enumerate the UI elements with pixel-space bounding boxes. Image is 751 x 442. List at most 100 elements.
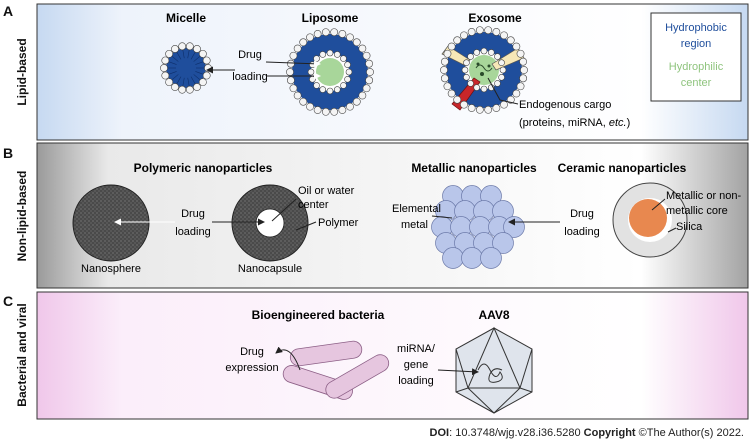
lipid-head-group [333,86,341,93]
lipid-head-group [520,66,528,74]
mirna-line1: miRNA/ [397,343,436,355]
lipid-head-group [365,76,374,85]
label-strip [0,0,37,420]
lipid-head-group [346,102,354,111]
lipid-head-group [453,95,462,104]
aav-title: AAV8 [478,308,509,322]
lipid-head-group [500,100,508,109]
lipid-head-group [204,64,212,72]
drug-expression-line1: Drug [240,346,264,358]
lipid-head-group [161,71,170,80]
metal-atom-sphere [442,247,464,269]
lipid-head-group [362,84,371,93]
lipid-head-group [467,53,474,60]
metallic-nanoparticle-cluster [431,185,525,269]
lipid-head-group [309,75,316,83]
panel-a-background [36,3,749,141]
polymer-label: Polymer [318,217,359,229]
lipid-head-group [178,85,187,94]
lipid-head-group [358,91,367,100]
lipid-head-group [286,68,294,76]
lipid-head-group [453,36,462,45]
lipid-head-group [467,80,474,87]
liposome-loading-arrow-1 [265,60,321,68]
bacteria-title: Bioengineered bacteria [252,308,385,322]
cargo-pointer-line [487,77,519,105]
exosome-cargo-dot-3 [476,62,480,66]
lipid-head-group [299,38,308,47]
lipid-head-group [461,66,469,74]
core-label-line2: metallic core [666,205,728,217]
lipid-head-group [362,51,371,60]
bacteria-illustration [282,340,390,400]
lipid-head-group [519,57,528,66]
lipid-head-group [338,30,347,38]
lipid-head-group [463,59,470,67]
lipid-head-group [492,104,501,112]
exosome-cargo-dot-1 [480,72,484,76]
mirna-line2: gene [404,359,428,371]
lipid-head-group [321,28,330,37]
nanocapsule-label: Nanocapsule [238,263,302,275]
bacterium-1 [289,340,363,367]
aav8-edge-5 [455,387,469,393]
lipid-head-group [319,86,327,93]
elemental-line1: Elemental [392,203,441,215]
lipid-head-group [289,51,298,60]
lipid-head-group [358,44,367,53]
lipid-head-group [443,82,452,91]
lipid-head-group [307,68,315,76]
lipid-head-group [171,83,179,91]
panel-b-side-label: Non-lipid-based [15,171,29,262]
lipid-head-group [498,59,505,67]
lipid-head-group [299,97,308,106]
lipid-head-group [487,49,495,56]
lipid-head-group [306,33,314,42]
metal-atom-sphere [492,232,514,254]
aav8-edge-6 [519,387,533,393]
aav8-facet-lines [467,326,521,389]
lipid-head-group [193,45,201,53]
lipid-head-group [338,106,347,114]
mirna-loading-arrow [437,368,479,376]
legend-hydrophobic-line1: Hydrophobic [665,22,727,34]
micelle-illustration [160,42,212,94]
panel-c-side-label: Bacterial and viral [15,303,29,406]
lipid-head-group [185,42,194,51]
liposome-title: Liposome [302,11,359,25]
lipid-head-group [366,68,374,76]
lipid-head-group [306,102,314,111]
lipid-head-group [319,51,327,58]
oil-water-line2: center [298,199,329,211]
legend-hydrophilic-line2: center [681,77,712,89]
ceramic-title: Ceramic nanoparticles [558,161,687,175]
lipid-head-group [202,56,211,65]
lipid-head-group [330,28,339,37]
exosome-cargo-dot-2 [487,64,491,68]
b-drug-loading-line2: loading [175,226,210,238]
liposome-illustration [286,28,374,116]
exosome-illustration [440,26,528,114]
legend-hydrophilic-line1: Hydrophilic [669,61,724,73]
lipid-head-group [447,42,456,51]
micelle-core [166,48,206,88]
aav8-edge-3 [467,387,495,414]
panel-c-background [36,291,749,420]
lipid-head-group [333,51,341,58]
lipid-head-group [512,42,521,51]
elemental-line2: metal [401,219,428,231]
footer-citation: DOI: 10.3748/wjg.v28.i36.5280 Copyright … [430,427,744,439]
lipid-head-group [447,89,456,98]
lipid-head-group [443,49,452,58]
lipid-head-group [475,26,484,35]
lipid-head-group [345,68,353,76]
lipid-head-group [313,106,322,114]
exosome-title: Exosome [468,11,522,25]
exosome-hydrophilic-center [469,55,499,85]
lipid-head-group [467,104,476,112]
ceramic-core [629,199,667,237]
lipid-head-group [289,84,298,93]
lipid-head-group [500,31,508,40]
panel-a: A Lipid-based Micelle Liposome Exosome D… [3,3,749,141]
